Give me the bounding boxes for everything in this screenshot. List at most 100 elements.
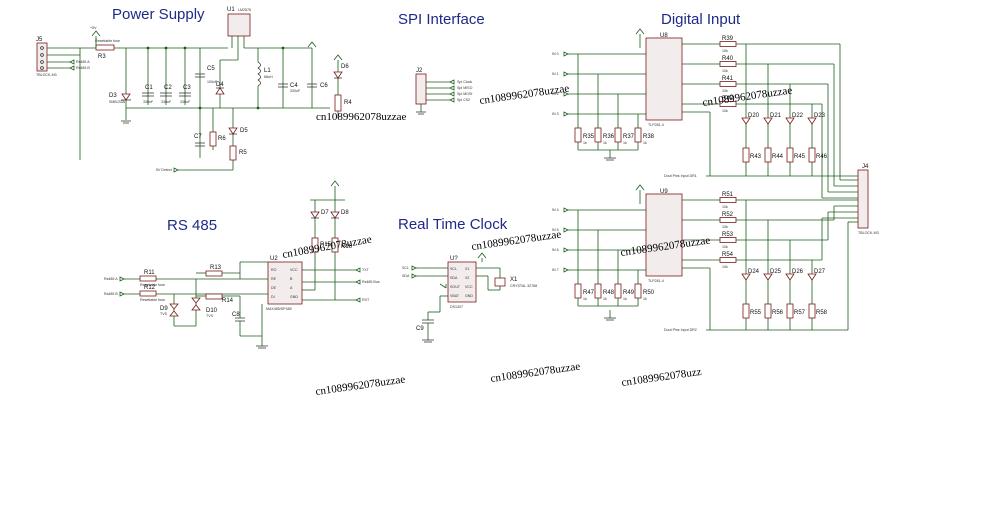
u8-optocoupler bbox=[645, 37, 683, 121]
led-label-bot-3: D27 bbox=[814, 269, 826, 275]
c7-label: C7 bbox=[194, 134, 202, 140]
watermark-3: cn1089962078uzzae bbox=[702, 84, 793, 108]
j5-connector bbox=[36, 42, 48, 72]
r15-label: R15 bbox=[320, 242, 332, 248]
c6-label: C6 bbox=[320, 83, 328, 89]
r14-label: R14 bbox=[222, 298, 234, 304]
led-top-3 bbox=[807, 117, 817, 125]
d9-label: D9 bbox=[160, 306, 168, 312]
series-value-bot-1: 10k bbox=[722, 225, 728, 229]
led-res-label-top-0: R43 bbox=[750, 154, 762, 160]
rs485a-net: Rs485 A bbox=[76, 60, 90, 64]
c5-sub: 100nF bbox=[207, 80, 218, 84]
input-label-bot-2: IN 6 bbox=[552, 248, 559, 252]
led-bot-3 bbox=[807, 273, 817, 281]
u2-sub: MAX485/SP485 bbox=[266, 307, 292, 311]
shunt-label-bot-1: R48 bbox=[603, 290, 615, 296]
u2-pin-a: A bbox=[290, 286, 293, 290]
series-resistor-top-0 bbox=[719, 41, 737, 47]
shunt-label-top-0: R35 bbox=[583, 134, 595, 140]
c3-sub: 330uF bbox=[180, 100, 191, 104]
plus5-label: +5V bbox=[90, 26, 97, 30]
led-bot-0 bbox=[741, 273, 751, 281]
shunt-value-top-0: 1k bbox=[583, 141, 587, 145]
u2-pin-gnd: GND bbox=[290, 295, 298, 299]
spi-pin-4: Spi CS2 bbox=[457, 98, 470, 102]
u2-pin-di: DI bbox=[271, 295, 275, 299]
led-resistor-bot-3 bbox=[808, 303, 816, 319]
led-res-label-bot-1: R56 bbox=[772, 310, 784, 316]
led-resistor-bot-1 bbox=[764, 303, 772, 319]
series-value-bot-3: 10k bbox=[722, 265, 728, 269]
shunt-value-bot-1: 1k bbox=[603, 297, 607, 301]
shunt-resistor-bot-1 bbox=[594, 283, 602, 299]
input-arrow-bot-2 bbox=[563, 247, 569, 253]
j4-sub: TBLOCK-M3 bbox=[858, 231, 879, 235]
rtc-u-sub: DS1307 bbox=[450, 305, 463, 309]
series-label-bot-2: R53 bbox=[722, 232, 734, 238]
series-resistor-bot-3 bbox=[719, 257, 737, 263]
shunt-label-bot-0: R47 bbox=[583, 290, 595, 296]
rtc-pin-vcc: VCC bbox=[465, 285, 473, 289]
shunt-resistor-bot-2 bbox=[614, 283, 622, 299]
u8-sub: TLP281-4 bbox=[648, 123, 664, 127]
u9-sub: TLP281-4 bbox=[648, 279, 664, 283]
real-time-clock-title: Real Time Clock bbox=[398, 216, 508, 233]
led-label-bot-0: D24 bbox=[748, 269, 760, 275]
input-label-bot-0: IN 4 bbox=[552, 208, 559, 212]
led-res-label-bot-3: R58 bbox=[816, 310, 828, 316]
spi-interface-title: SPI Interface bbox=[398, 11, 485, 28]
u2-label: U2 bbox=[270, 256, 278, 262]
led-bot-1 bbox=[763, 273, 773, 281]
j4-connector bbox=[857, 169, 869, 229]
c1-label: C1 bbox=[145, 85, 153, 91]
spi-interface-block: J2 Spi Clock Spi MISO Spi MOSI Spi CS2 bbox=[415, 68, 473, 115]
sda-net: SDA bbox=[402, 274, 410, 278]
series-resistor-top-1 bbox=[719, 61, 737, 67]
led-res-label-bot-0: R55 bbox=[750, 310, 762, 316]
r4-label: R4 bbox=[344, 100, 352, 106]
led-top-2 bbox=[785, 117, 795, 125]
series-resistor-bot-1 bbox=[719, 217, 737, 223]
rtc-pin-vbat: VBAT bbox=[450, 294, 460, 298]
c2-sub: 330uF bbox=[161, 100, 172, 104]
led-label-top-1: D21 bbox=[770, 113, 782, 119]
rtc-pin-x2: X2 bbox=[465, 276, 469, 280]
rs485b-net: Rs485 B bbox=[76, 66, 90, 70]
input-arrow-top-3 bbox=[563, 111, 569, 117]
shunt-resistor-top-2 bbox=[614, 127, 622, 143]
j2-connector bbox=[415, 73, 427, 105]
r5-resistor bbox=[229, 145, 237, 161]
spi-pin-1: Spi Clock bbox=[457, 80, 472, 84]
u2-transceiver bbox=[267, 261, 303, 305]
series-value-top-1: 10k bbox=[722, 69, 728, 73]
r12-label: R12 bbox=[144, 285, 156, 291]
l1-label: L1 bbox=[264, 68, 271, 74]
led-res-label-bot-2: R57 bbox=[794, 310, 806, 316]
u2-pin-vcc: VCC bbox=[290, 268, 298, 272]
input-arrow-top-0 bbox=[563, 51, 569, 57]
rtc-chip bbox=[447, 261, 477, 303]
led-resistor-top-0 bbox=[742, 147, 750, 163]
series-resistor-bot-2 bbox=[719, 237, 737, 243]
series-value-top-2: 10k bbox=[722, 89, 728, 93]
led-label-top-0: D20 bbox=[748, 113, 760, 119]
u1-regulator bbox=[227, 13, 251, 37]
series-label-bot-1: R52 bbox=[722, 212, 734, 218]
series-label-top-0: R39 bbox=[722, 36, 734, 42]
shunt-label-bot-2: R49 bbox=[623, 290, 635, 296]
led-label-top-2: D22 bbox=[792, 113, 804, 119]
led-resistor-top-1 bbox=[764, 147, 772, 163]
rtc-pin-scl: SCL bbox=[450, 267, 457, 271]
shunt-value-top-2: 1k bbox=[623, 141, 627, 145]
txt-net: TXT bbox=[362, 268, 370, 272]
led-label-bot-2: D26 bbox=[792, 269, 804, 275]
r14-resistor bbox=[205, 293, 223, 300]
series-label-top-3: R42 bbox=[722, 96, 734, 102]
shunt-value-bot-3: 1k bbox=[643, 297, 647, 301]
shunt-value-bot-2: 1k bbox=[623, 297, 627, 301]
bus-net: Rs485 Bus bbox=[362, 280, 380, 284]
j4-label: J4 bbox=[862, 164, 869, 170]
c5-label: C5 bbox=[207, 66, 215, 72]
